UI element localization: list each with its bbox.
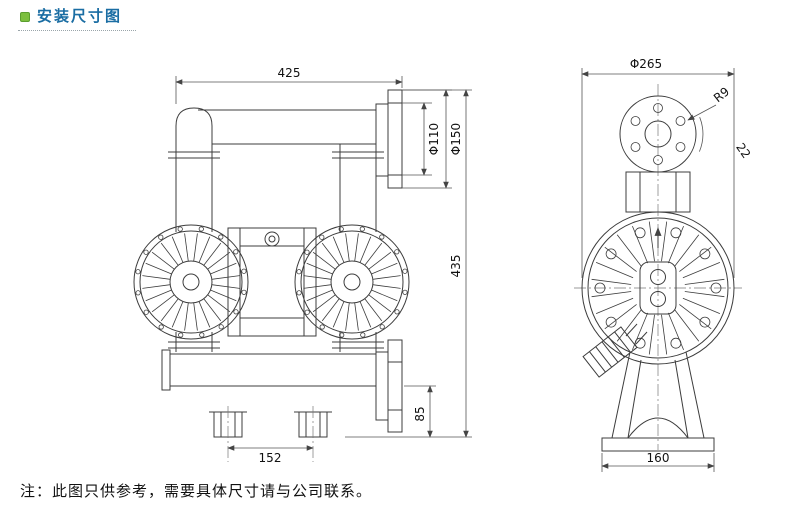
dim-overall-width: 425 (175, 66, 403, 104)
dim-base-width: 160 (601, 451, 715, 472)
dim-label-foot-spacing: 152 (259, 451, 282, 465)
side-view: 425 Φ110 Φ150 435 (133, 66, 472, 465)
dim-bolt-angle: 22 (699, 117, 753, 161)
discharge-flange (375, 89, 403, 189)
green-square-bullet-icon (20, 11, 30, 22)
footer-note: 注：此图只供参考，需要具体尺寸请与公司联系。 (20, 484, 373, 500)
dim-label-flange-outer: Φ150 (449, 123, 463, 155)
dim-label-base-width: 160 (647, 451, 670, 465)
pump-housing-ribs (591, 221, 725, 355)
left-diaphragm-chamber (133, 224, 249, 340)
stand (601, 351, 715, 452)
right-chamber-clamp-bolts (296, 226, 408, 338)
left-chamber-clamp-bolts (135, 226, 247, 338)
right-chamber-ribs (303, 233, 401, 331)
page-title: 安装尺寸图 (37, 7, 123, 25)
base-plate (601, 437, 715, 452)
dim-label-overall-height: 435 (449, 255, 463, 278)
pilot-port (264, 231, 280, 247)
left-chamber-ribs (142, 233, 240, 331)
discharge-elbow-cap (175, 107, 213, 150)
dim-foot-spacing: 152 (227, 406, 314, 465)
suction-flange (375, 339, 403, 433)
right-diaphragm-chamber (294, 224, 410, 340)
dim-label-overall-width: 425 (278, 66, 301, 80)
discharge-pipe-assembly (168, 107, 384, 232)
dim-overall-height: 435 (345, 89, 472, 438)
dim-pump-diameter: Φ265 (581, 57, 735, 278)
pump-housing-bolts (594, 227, 722, 349)
center-lines (574, 84, 742, 450)
dim-base-height: 85 (404, 385, 436, 438)
front-view: Φ265 R9 22 160 (574, 57, 753, 472)
dim-label-bolt-hole-radius: R9 (711, 84, 732, 105)
center-body (227, 227, 317, 337)
section-header: 安装尺寸图 (18, 6, 137, 31)
dim-label-base-height: 85 (413, 406, 427, 421)
dim-label-flange-bolt-circle: Φ110 (427, 123, 441, 155)
muffler (582, 323, 648, 378)
dim-label-bolt-angle: 22 (733, 140, 753, 161)
pipe-end-cap (161, 349, 171, 391)
suction-pipe-assembly (161, 332, 384, 391)
dim-label-pump-diameter: Φ265 (630, 57, 662, 71)
pump-housing (581, 211, 735, 365)
dim-bolt-hole-radius: R9 (687, 84, 732, 121)
dim-flange-bolt-circle: Φ110 (402, 102, 441, 176)
dim-flange-outer: Φ150 (402, 89, 463, 189)
housing-hub (639, 261, 677, 315)
air-valve-cover-bolts (630, 103, 686, 165)
